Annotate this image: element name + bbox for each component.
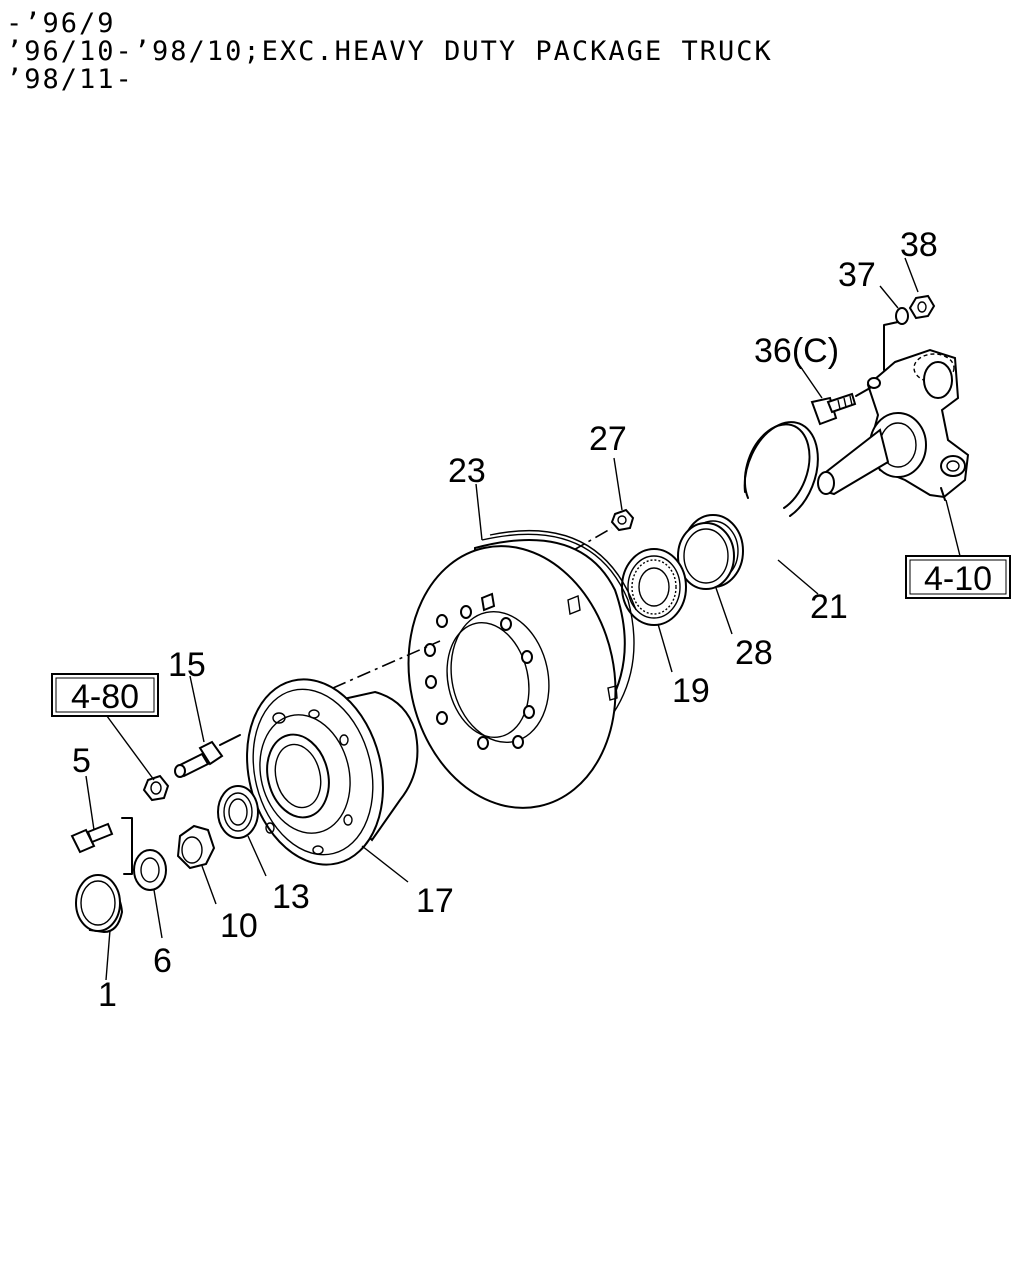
nut-38	[908, 294, 936, 320]
callout-38: 38	[900, 226, 938, 264]
hub-cap-1	[75, 874, 124, 934]
lock-washer-37	[895, 307, 909, 325]
leader-lines	[85, 257, 961, 981]
callout-5: 5	[72, 742, 91, 780]
callout-1: 1	[98, 976, 117, 1014]
callout-37: 37	[838, 256, 876, 294]
callout-23: 23	[448, 452, 486, 490]
callout-21: 21	[810, 588, 848, 626]
hub-17	[246, 678, 419, 866]
steering-knuckle	[817, 348, 970, 501]
callout-19: 19	[672, 672, 710, 710]
brake-drum-23	[407, 529, 637, 809]
wheel-nut-4-80	[142, 774, 170, 802]
hub-bolt-15-axis	[219, 734, 241, 746]
hub-axis-line	[307, 640, 441, 700]
ref-box-4-80[interactable]: 4-80	[51, 673, 159, 717]
ref-label-4-10: 4-10	[924, 560, 992, 598]
ref-box-4-10[interactable]: 4-10	[905, 555, 1011, 599]
lock-nut-10	[176, 824, 216, 870]
header-line-3: ’98/11-	[6, 64, 134, 95]
callout-36c: 36(C)	[754, 332, 839, 370]
retaining-ring-21	[743, 421, 819, 517]
oil-seal-28	[677, 514, 744, 590]
bolt-5	[70, 822, 114, 854]
callout-28: 28	[735, 634, 773, 672]
ref-label-4-80: 4-80	[71, 678, 139, 716]
bolt-36c-hole	[867, 377, 881, 389]
callout-17: 17	[416, 882, 454, 920]
callout-27: 27	[589, 420, 627, 458]
header-line-1: -’96/9	[6, 8, 116, 39]
callout-13: 13	[272, 878, 310, 916]
nut-27	[610, 508, 635, 532]
cap-bolt-bracket	[121, 817, 133, 875]
stud-axis-line	[571, 527, 613, 552]
washer-6	[133, 849, 167, 891]
callout-6: 6	[153, 942, 172, 980]
nut-stack-leader	[883, 321, 899, 371]
bolt-36c	[810, 392, 857, 426]
bearing-13	[217, 785, 259, 839]
callout-10: 10	[220, 907, 258, 945]
bolt-36c-axis	[855, 387, 871, 397]
header-line-2: ’96/10-’98/10;EXC.HEAVY DUTY PACKAGE TRU…	[6, 36, 773, 67]
callout-15: 15	[168, 646, 206, 684]
hub-bolt-15	[174, 740, 224, 778]
